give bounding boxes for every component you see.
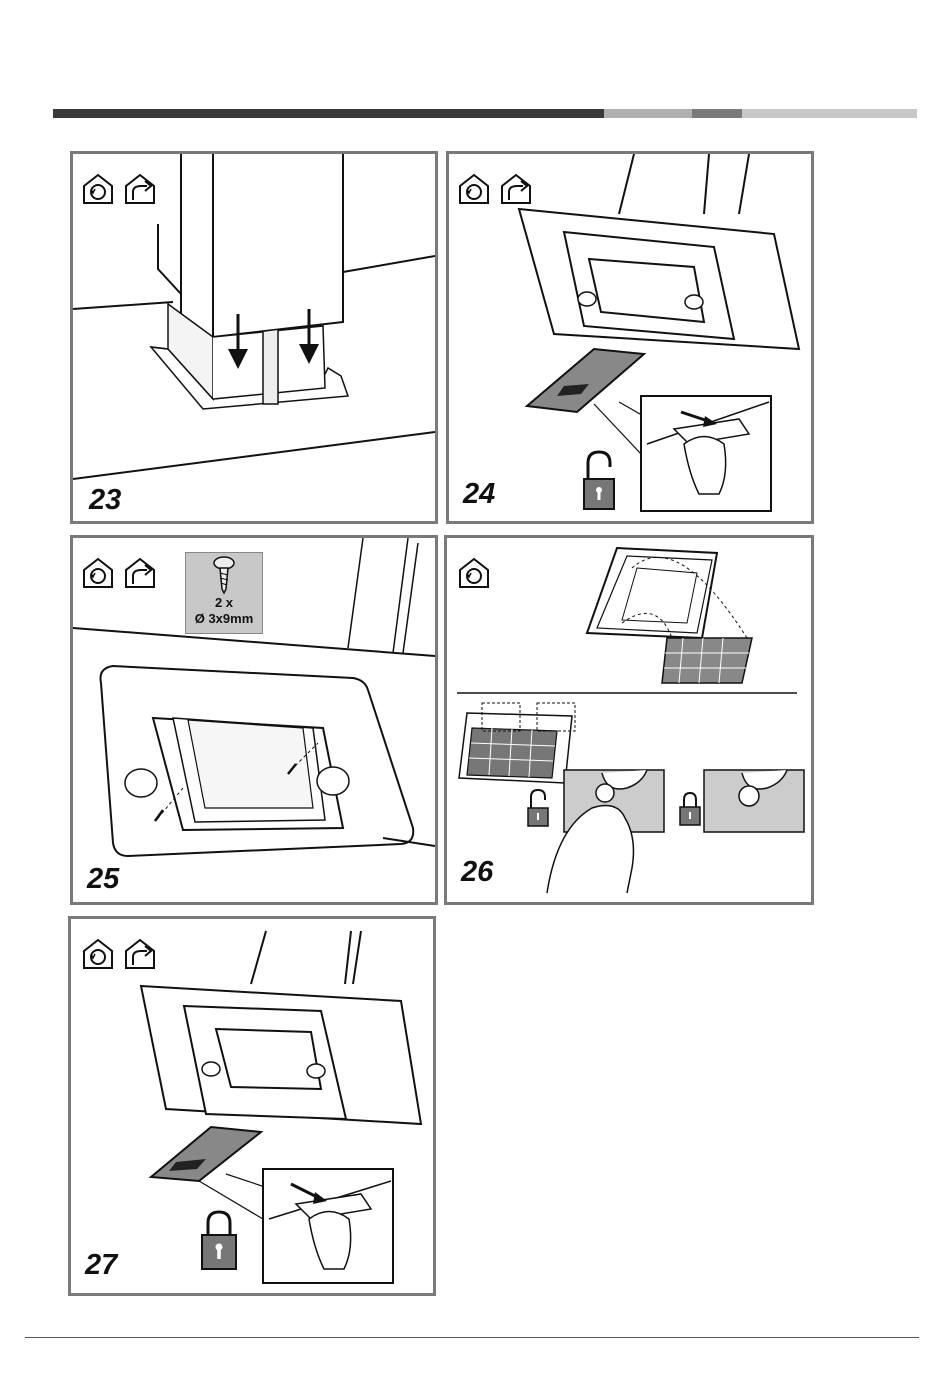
step-26-illustration [447, 538, 811, 902]
step-number: 25 [87, 863, 119, 896]
locked-padlock-icon [199, 1209, 239, 1271]
recirculation-house-icon [81, 556, 115, 590]
step-26-panel: 26 [444, 535, 814, 905]
unlocked-padlock-icon [527, 788, 549, 828]
header-rule-mid [692, 109, 742, 118]
step-number: 26 [461, 856, 493, 889]
screw-spec-card: 2 x Ø 3x9mm [185, 552, 263, 634]
step-25-panel: 2 x Ø 3x9mm 25 [70, 535, 438, 905]
header-rule-light [604, 109, 692, 118]
step-23-illustration [73, 154, 435, 521]
locked-padlock-icon [679, 791, 701, 827]
step-27-illustration [71, 919, 433, 1293]
step-24-illustration [449, 154, 811, 521]
step-23-panel: 23 [70, 151, 438, 524]
recirculation-house-icon [81, 937, 115, 971]
screw-icon [209, 555, 239, 595]
unlocked-padlock-icon [582, 449, 616, 511]
screw-quantity: 2 x [186, 595, 262, 610]
footer-rule [25, 1337, 919, 1338]
recirculation-house-icon [457, 172, 491, 206]
extraction-house-icon [123, 172, 157, 206]
header-rule-pale [742, 109, 917, 118]
step-number: 24 [463, 478, 495, 511]
header-rule-dark [53, 109, 604, 118]
recirculation-house-icon [457, 556, 491, 590]
screw-size: Ø 3x9mm [186, 611, 262, 626]
step-24-panel: 24 [446, 151, 814, 524]
step-27-panel: 27 [68, 916, 436, 1296]
header-rule [53, 109, 917, 118]
extraction-house-icon [123, 937, 157, 971]
extraction-house-icon [499, 172, 533, 206]
step-number: 23 [89, 484, 121, 517]
extraction-house-icon [123, 556, 157, 590]
recirculation-house-icon [81, 172, 115, 206]
step-number: 27 [85, 1249, 117, 1282]
